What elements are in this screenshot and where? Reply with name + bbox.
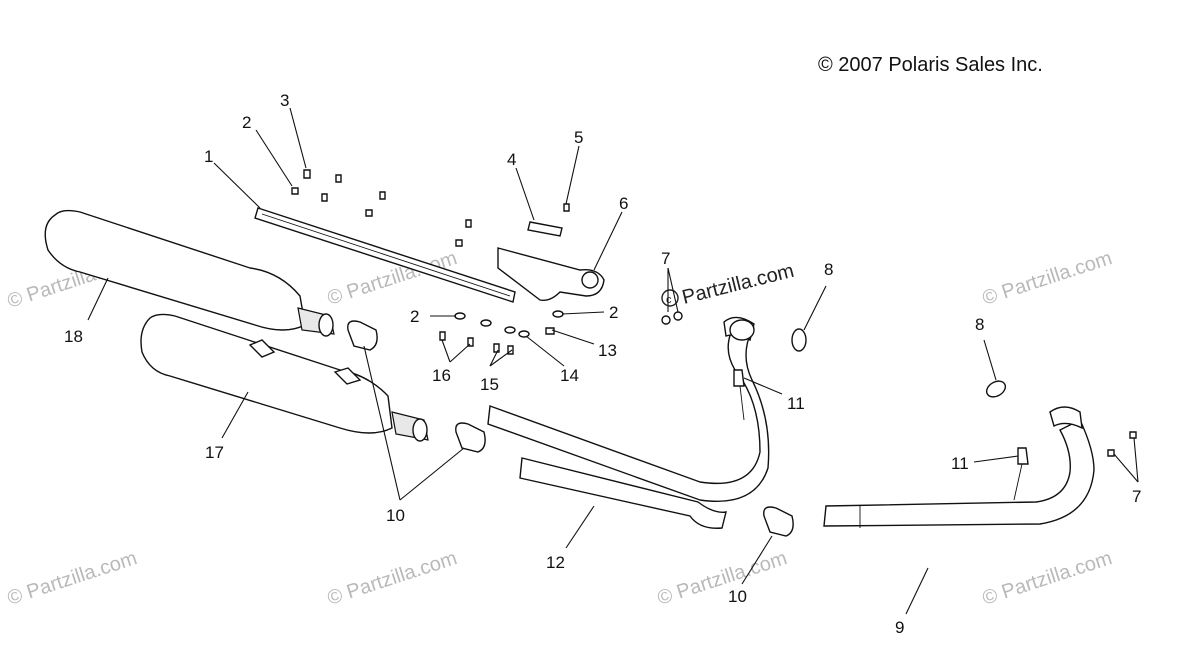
- callout-12: 12: [546, 553, 565, 572]
- callout-10: 10: [386, 506, 405, 525]
- callout-3: 3: [280, 91, 289, 110]
- callout-14: 14: [560, 366, 579, 385]
- callout-17: 17: [205, 443, 224, 462]
- callout-5: 5: [574, 128, 583, 147]
- clamp-10-middle: [455, 422, 486, 453]
- callout-7: 7: [661, 249, 670, 268]
- callout-2: 2: [410, 307, 419, 326]
- callout-16: 16: [432, 366, 451, 385]
- callout-2: 2: [609, 303, 618, 322]
- muffler-17: [140, 313, 429, 442]
- watermark-text: Partzilla.com: [680, 260, 796, 309]
- callout-13: 13: [598, 341, 617, 360]
- watermark: © Partzilla.com: [325, 547, 460, 610]
- strap-4: [527, 221, 563, 237]
- callout-7: 7: [1132, 487, 1141, 506]
- callout-10: 10: [728, 587, 747, 606]
- watermark: © Partzilla.com: [980, 247, 1115, 310]
- clamp-10-right: [763, 506, 794, 537]
- callout-8: 8: [975, 315, 984, 334]
- svg-text:c: c: [666, 294, 672, 306]
- o-ring-8: [985, 380, 1007, 398]
- sensor-11-left: [733, 369, 745, 421]
- callout-8: 8: [824, 260, 833, 279]
- hanger-bracket-6: [497, 247, 605, 302]
- center-watermark: c Partzilla.com: [661, 260, 796, 309]
- watermark: © Partzilla.com: [5, 547, 140, 610]
- o-ring-8: [791, 328, 807, 352]
- callout-9: 9: [895, 618, 904, 637]
- sensor-11-right: [1013, 447, 1029, 501]
- clamp-10-upper: [347, 320, 378, 351]
- callouts: 1 2 3 4 5 6 7 8 8 2 2 13 14 15 16 18 17 …: [64, 91, 1141, 637]
- callout-15: 15: [480, 375, 499, 394]
- bracket-rail-1: [254, 207, 516, 303]
- callout-18: 18: [64, 327, 83, 346]
- watermark: © Partzilla.com: [980, 547, 1115, 610]
- rear-pipe-9: [823, 406, 1095, 528]
- muffler-18: [44, 209, 335, 337]
- callout-11: 11: [951, 454, 969, 473]
- watermark: © Partzilla.com: [655, 547, 790, 610]
- hardware: [291, 169, 1137, 457]
- leader-lines: [87, 107, 1139, 615]
- copyright-notice: © 2007 Polaris Sales Inc.: [818, 54, 1043, 76]
- callout-4: 4: [507, 150, 516, 169]
- callout-6: 6: [619, 194, 628, 213]
- callout-11: 11: [787, 394, 805, 413]
- callout-2: 2: [242, 113, 251, 132]
- head-pipe-12: [487, 316, 770, 529]
- callout-1: 1: [204, 147, 213, 166]
